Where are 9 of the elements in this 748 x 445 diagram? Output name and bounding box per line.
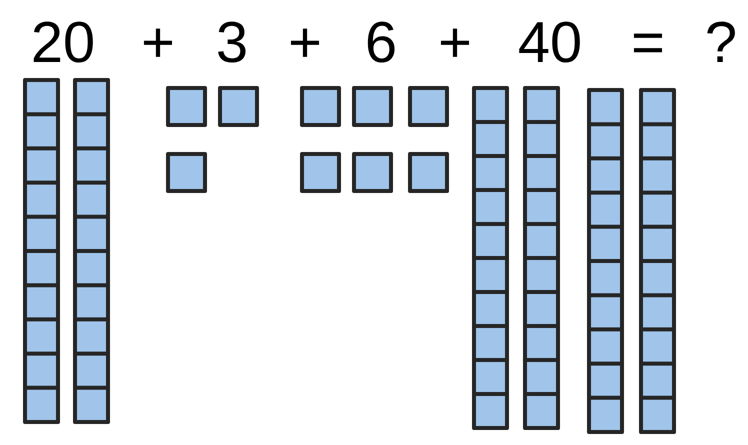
equals-sign: = (634, 34, 662, 52)
plus-sign: + (290, 28, 320, 57)
plus-sign: + (144, 28, 172, 57)
question-mark: ? (707, 22, 735, 62)
number: 40 (519, 22, 580, 63)
number: 3 (218, 22, 246, 63)
number: 6 (368, 22, 395, 63)
plus-sign: + (440, 28, 470, 57)
number: 20 (34, 22, 93, 63)
